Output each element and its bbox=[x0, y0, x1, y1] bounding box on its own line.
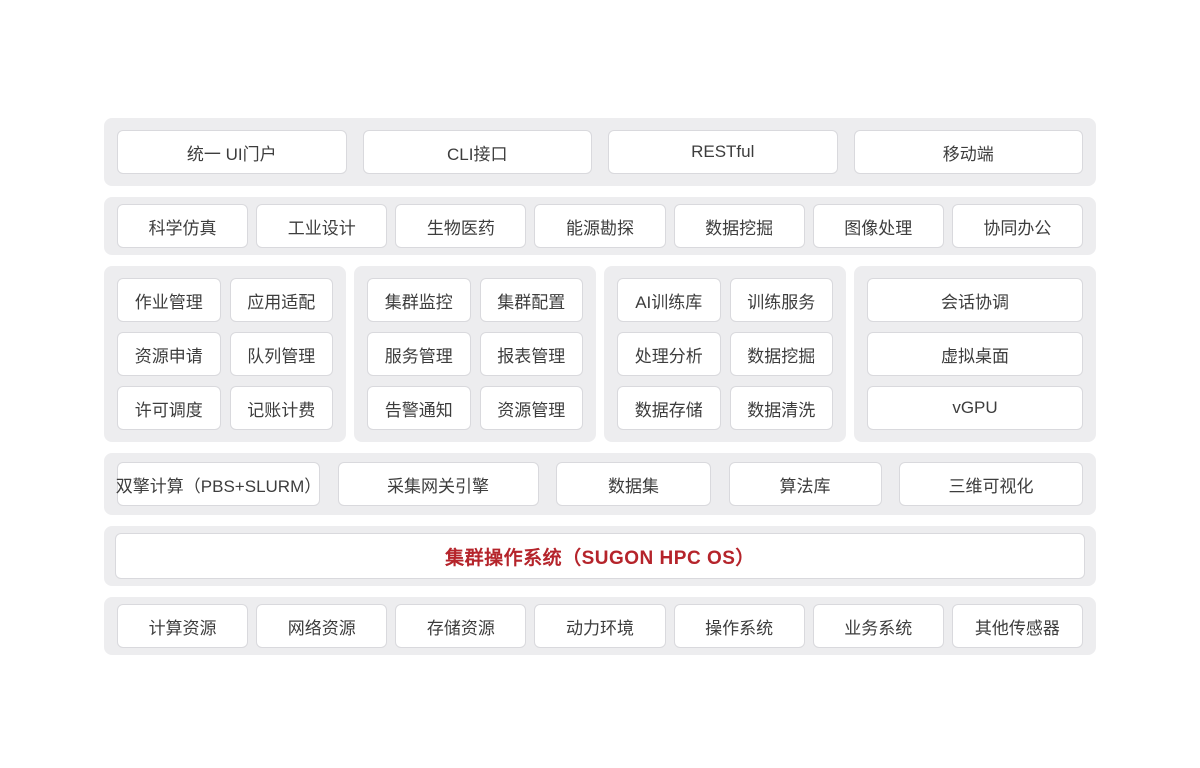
application-layer-band: 科学仿真 工业设计 生物医药 能源勘探 数据挖掘 图像处理 协同办公 bbox=[104, 197, 1096, 255]
energy-exploration-box: 能源勘探 bbox=[534, 204, 666, 248]
image-processing-box: 图像处理 bbox=[812, 204, 944, 248]
processing-analysis-box: 处理分析 bbox=[617, 332, 721, 376]
ai-data-group: AI训练库 训练服务 处理分析 数据挖掘 数据存储 数据清洗 bbox=[604, 266, 846, 442]
business-system-box: 业务系统 bbox=[812, 604, 944, 648]
restful-box: RESTful bbox=[608, 130, 838, 174]
resource-layer-band: 计算资源 网络资源 存储资源 动力环境 操作系统 业务系统 其他传感器 bbox=[104, 597, 1096, 655]
alarm-notification-box: 告警通知 bbox=[367, 386, 471, 430]
os-layer-band: 集群操作系统（SUGON HPC OS） bbox=[104, 526, 1096, 586]
scientific-simulation-box: 科学仿真 bbox=[117, 204, 249, 248]
session-coordination-box: 会话协调 bbox=[867, 278, 1083, 322]
power-environment-box: 动力环境 bbox=[534, 604, 666, 648]
unified-ui-portal-box: 统一 UI门户 bbox=[117, 130, 347, 174]
data-cleaning-box: 数据清洗 bbox=[729, 386, 833, 430]
three-d-visualization-box: 三维可视化 bbox=[899, 462, 1083, 506]
cluster-management-group: 集群监控 集群配置 服务管理 报表管理 告警通知 资源管理 bbox=[354, 266, 596, 442]
cluster-os-box: 集群操作系统（SUGON HPC OS） bbox=[115, 533, 1085, 579]
biomedicine-box: 生物医药 bbox=[395, 204, 527, 248]
collaborative-office-box: 协同办公 bbox=[951, 204, 1083, 248]
dual-engine-computing-box: 双擎计算（PBS+SLURM） bbox=[116, 462, 321, 506]
queue-management-box: 队列管理 bbox=[229, 332, 333, 376]
cluster-config-box: 集群配置 bbox=[479, 278, 583, 322]
resource-management-box: 资源管理 bbox=[479, 386, 583, 430]
module-layer: 作业管理 应用适配 资源申请 队列管理 许可调度 记账计费 集群监控 集群配置 … bbox=[104, 266, 1096, 442]
license-scheduling-box: 许可调度 bbox=[117, 386, 221, 430]
accounting-billing-box: 记账计费 bbox=[229, 386, 333, 430]
app-adaptation-box: 应用适配 bbox=[229, 278, 333, 322]
other-sensors-box: 其他传感器 bbox=[951, 604, 1083, 648]
virtual-desktop-box: 虚拟桌面 bbox=[867, 332, 1083, 376]
job-scheduling-group: 作业管理 应用适配 资源申请 队列管理 许可调度 记账计费 bbox=[104, 266, 346, 442]
computing-resource-box: 计算资源 bbox=[117, 604, 249, 648]
industrial-design-box: 工业设计 bbox=[256, 204, 388, 248]
operating-system-box: 操作系统 bbox=[673, 604, 805, 648]
data-storage-box: 数据存储 bbox=[617, 386, 721, 430]
training-service-box: 训练服务 bbox=[729, 278, 833, 322]
ai-training-library-box: AI训练库 bbox=[617, 278, 721, 322]
collection-gateway-engine-box: 采集网关引擎 bbox=[337, 462, 539, 506]
data-mining-box: 数据挖掘 bbox=[673, 204, 805, 248]
network-resource-box: 网络资源 bbox=[256, 604, 388, 648]
resource-request-box: 资源申请 bbox=[117, 332, 221, 376]
job-management-box: 作业管理 bbox=[117, 278, 221, 322]
vgpu-box: vGPU bbox=[867, 386, 1083, 430]
access-layer-band: 统一 UI门户 CLI接口 RESTful 移动端 bbox=[104, 118, 1096, 186]
architecture-diagram: 统一 UI门户 CLI接口 RESTful 移动端 科学仿真 工业设计 生物医药… bbox=[104, 118, 1096, 655]
data-mining-module-box: 数据挖掘 bbox=[729, 332, 833, 376]
storage-resource-box: 存储资源 bbox=[395, 604, 527, 648]
algorithm-library-box: 算法库 bbox=[728, 462, 882, 506]
session-group: 会话协调 虚拟桌面 vGPU bbox=[854, 266, 1096, 442]
cluster-monitoring-box: 集群监控 bbox=[367, 278, 471, 322]
dataset-box: 数据集 bbox=[556, 462, 711, 506]
engine-layer-band: 双擎计算（PBS+SLURM） 采集网关引擎 数据集 算法库 三维可视化 bbox=[104, 453, 1096, 515]
mobile-client-box: 移动端 bbox=[853, 130, 1083, 174]
service-management-box: 服务管理 bbox=[367, 332, 471, 376]
report-management-box: 报表管理 bbox=[479, 332, 583, 376]
cli-api-box: CLI接口 bbox=[362, 130, 592, 174]
